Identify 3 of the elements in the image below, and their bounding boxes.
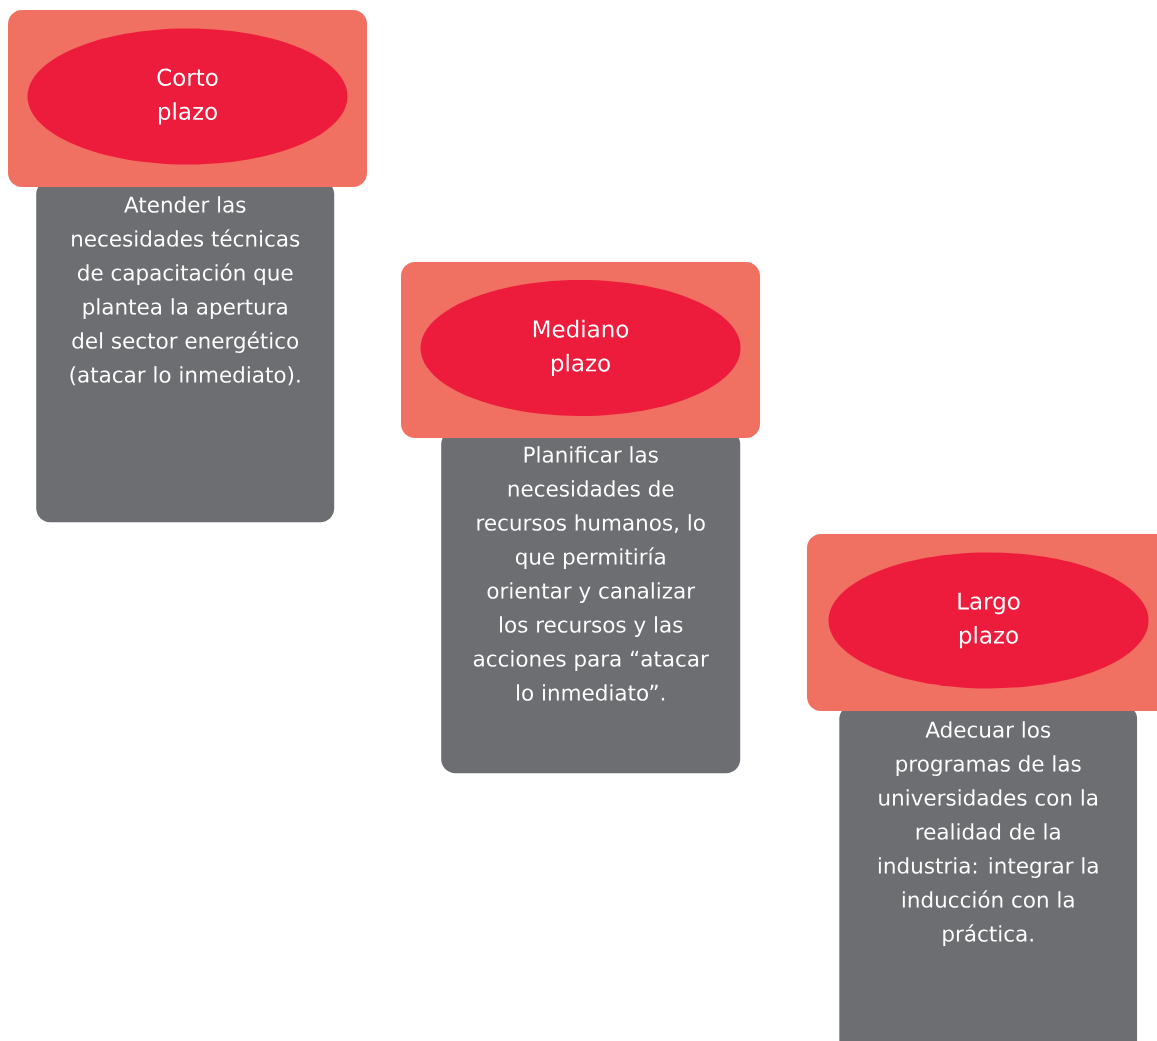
text-card: Atender las necesidades técnicas de capacitación que plantea la apertura del sector energético (atacar lo inmediato). <box>36 180 335 523</box>
text-card: Planificar las necesidades de recursos humanos, lo que permitiría orientar y canalizar los recursos y las acciones para “atacar lo inmediato”. <box>441 430 741 774</box>
text-card: Adecuar los programas de las universidades con la realidad de la industria: integrar la inducción con la práctica. <box>839 705 1138 1041</box>
